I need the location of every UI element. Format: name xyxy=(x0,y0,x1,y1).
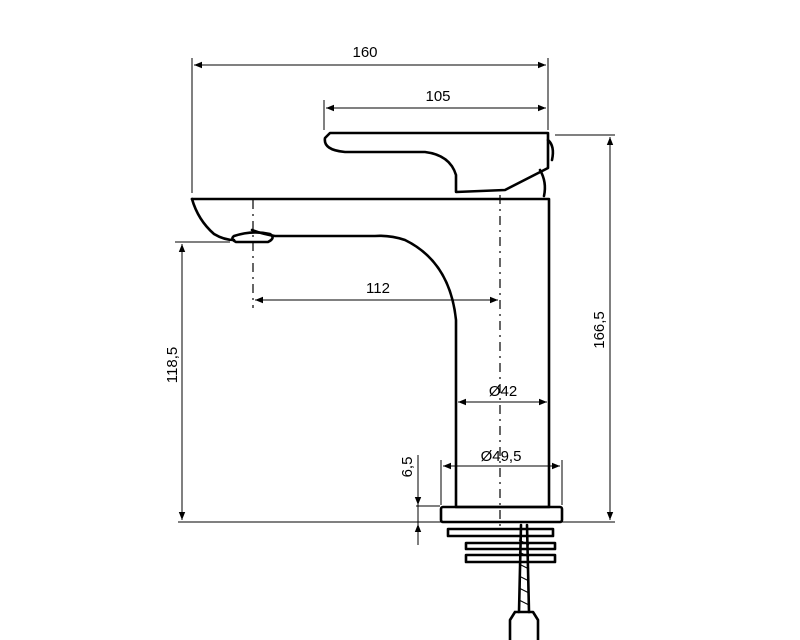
label-overall-length: 160 xyxy=(352,44,377,61)
label-lever-length: 105 xyxy=(425,88,450,105)
dimension-lines xyxy=(178,61,614,545)
faucet-outline xyxy=(190,131,564,640)
label-base-height: 6,5 xyxy=(399,457,416,478)
label-base-diameter: Ø49,5 xyxy=(481,448,522,465)
center-lines xyxy=(252,195,501,530)
label-spout-reach: 112 xyxy=(366,280,390,297)
label-spout-height: 118,5 xyxy=(164,347,181,383)
washer-lower xyxy=(464,553,557,564)
label-body-diameter: Ø42 xyxy=(489,383,517,400)
lever-joint xyxy=(538,168,547,198)
label-total-height: 166,5 xyxy=(591,311,608,349)
lever-pivot-cap xyxy=(546,138,555,162)
extension-lines xyxy=(175,58,615,523)
dimension-labels: 160 105 112 Ø42 Ø49,5 118,5 166,5 6,5 xyxy=(164,44,608,477)
rod-nut xyxy=(508,610,540,640)
spout-tip xyxy=(190,197,236,242)
washer-upper xyxy=(446,527,555,538)
rod-threads xyxy=(518,539,530,606)
base-ring xyxy=(439,505,564,524)
washer-middle xyxy=(464,541,557,551)
lever-handle xyxy=(323,131,550,194)
aerator xyxy=(231,231,274,244)
